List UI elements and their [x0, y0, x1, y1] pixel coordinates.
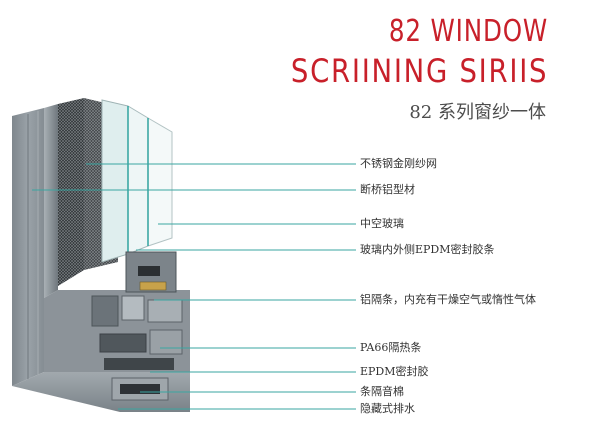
leader-lines: [32, 163, 356, 410]
label-hidden-drainage: 隐藏式排水: [360, 402, 415, 415]
label-thermal-break-profile: 断桥铝型材: [360, 183, 415, 196]
label-insulating-glass: 中空玻璃: [360, 217, 404, 230]
bottom-sill-profile: [12, 251, 190, 412]
label-pa66-strip: PA66隔热条: [360, 341, 422, 354]
label-stainless-mesh: 不锈钢金刚纱网: [360, 157, 437, 170]
title-line-1: 82 WINDOW: [388, 14, 548, 49]
left-frame: [12, 104, 58, 386]
title-line-2: SCRIINING SIRIIS: [290, 52, 548, 90]
subtitle: 82 系列窗纱一体: [409, 102, 546, 123]
label-glass-epdm-strip: 玻璃内外侧EPDM密封胶条: [360, 243, 495, 256]
insulating-glass-panes: [101, 99, 173, 263]
label-epdm-seal: EPDM密封胶: [360, 365, 429, 378]
label-sound-cotton: 条隔音棉: [360, 385, 404, 398]
label-aluminum-spacer: 铝隔条，内充有干燥空气或惰性气体: [360, 293, 536, 306]
